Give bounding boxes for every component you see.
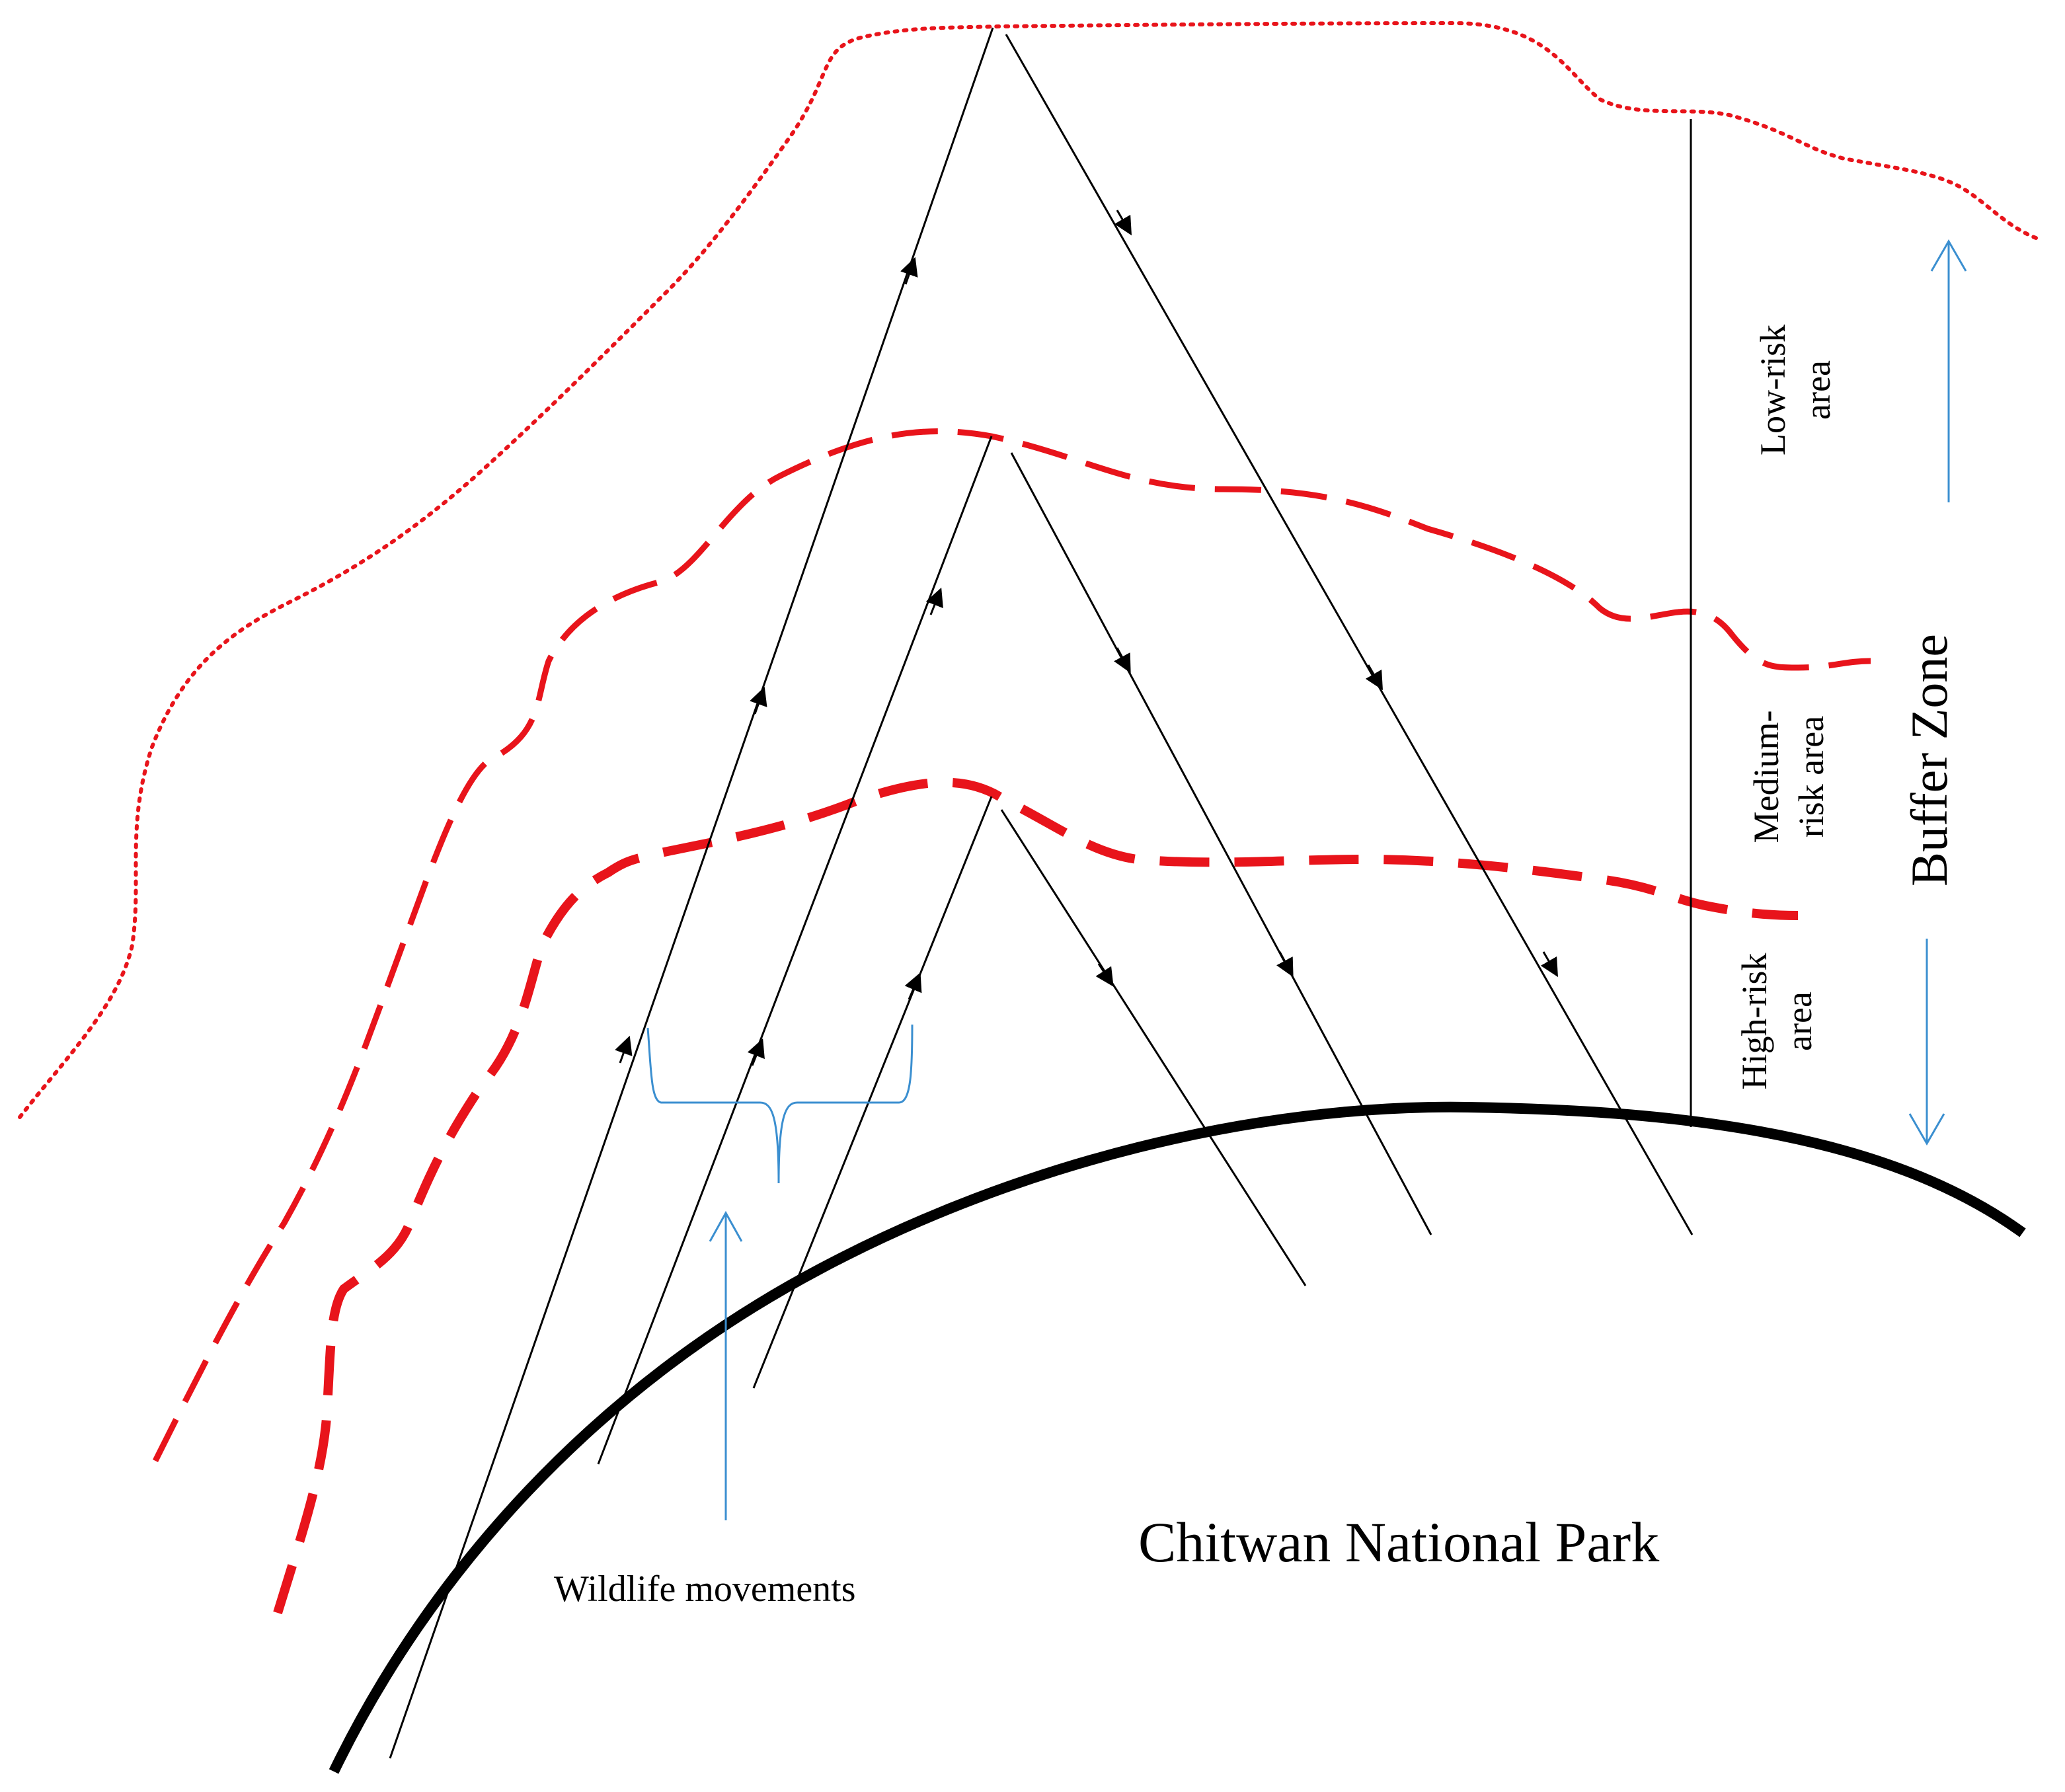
arrowhead-down bbox=[1095, 963, 1114, 987]
low-risk-label: Low-risk area bbox=[1753, 325, 1838, 455]
arrowhead-down bbox=[1540, 951, 1558, 978]
wildlife-movements-arrow bbox=[709, 1210, 743, 1520]
medium-high-boundary-dashed bbox=[273, 777, 1799, 1615]
inner-movement-out-line bbox=[752, 796, 993, 1389]
park-label: Chitwan National Park bbox=[1138, 1510, 1659, 1574]
wildlife-movements-label: Wildlife movements bbox=[554, 1569, 856, 1610]
park-boundary-arc bbox=[329, 1101, 2026, 1774]
svg-text:Low-risk: Low-risk bbox=[1753, 325, 1793, 455]
middle-movement-in-line bbox=[1010, 452, 1432, 1235]
outer-boundary-dotted bbox=[18, 20, 2038, 1119]
arrowhead-up bbox=[750, 686, 767, 715]
svg-text:area: area bbox=[1798, 360, 1838, 420]
inner-movement-in-line bbox=[1000, 809, 1307, 1286]
high-risk-label: High-risk area bbox=[1734, 953, 1819, 1090]
outer-movement-out-line bbox=[389, 27, 994, 1759]
arrowhead-up bbox=[904, 972, 922, 1000]
arrowhead-down bbox=[1365, 664, 1383, 691]
wildlife-brace bbox=[646, 1024, 914, 1184]
arrowhead-up bbox=[900, 256, 918, 285]
arrowhead-down bbox=[1114, 647, 1131, 674]
svg-text:risk area: risk area bbox=[1791, 716, 1831, 838]
buffer-zone-label: Buffer Zone bbox=[1900, 634, 1958, 886]
arrowhead-up bbox=[925, 587, 943, 615]
svg-text:High-risk: High-risk bbox=[1734, 953, 1774, 1090]
medium-risk-label: Medium- risk area bbox=[1746, 711, 1831, 843]
buffer-zone-up-arrow bbox=[1930, 239, 1967, 502]
arrowhead-down bbox=[1114, 210, 1132, 236]
arrowhead-up bbox=[615, 1035, 633, 1064]
svg-text:Medium-: Medium- bbox=[1746, 711, 1786, 843]
arrowhead-down bbox=[1276, 951, 1294, 978]
arrowhead-up bbox=[747, 1038, 765, 1066]
middle-movement-out-line bbox=[597, 436, 993, 1465]
low-medium-boundary-dashed bbox=[152, 428, 1871, 1463]
buffer-zone-down-arrow bbox=[1908, 939, 1945, 1146]
svg-text:area: area bbox=[1779, 992, 1819, 1051]
